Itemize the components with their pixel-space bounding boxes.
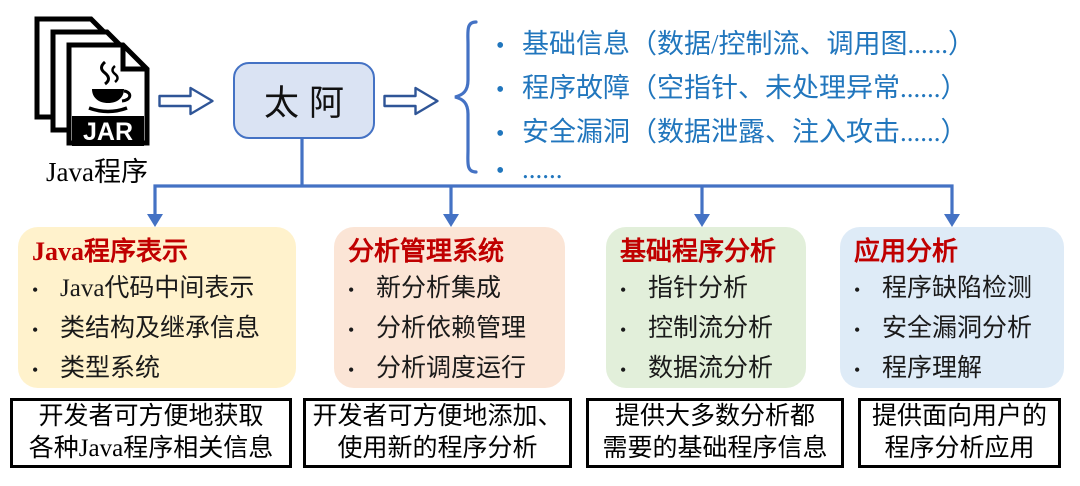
bullet-icon: •	[32, 360, 39, 380]
module-item: • 指针分析	[620, 268, 796, 308]
bullet-icon: •	[496, 121, 505, 147]
bullet-icon: •	[496, 158, 505, 184]
module-item-label: 控制流分析	[648, 315, 774, 342]
module-basic-program-analysis: 基础程序分析 • 指针分析 • 控制流分析 • 数据流分析	[606, 227, 806, 388]
module-item: • 新分析集成	[348, 268, 555, 308]
bullet-icon: •	[620, 360, 627, 380]
bullet-icon: •	[348, 280, 355, 300]
note-line: 使用新的程序分析	[337, 435, 538, 462]
output-item: • ......	[496, 154, 1076, 198]
outputs-brace-icon	[454, 20, 478, 174]
output-item: • 程序故障（空指针、未处理异常......）	[496, 66, 1076, 110]
note-java-representation: 开发者可方便地获取 各种Java程序相关信息	[10, 398, 292, 468]
module-item-label: 分析依赖管理	[376, 315, 527, 342]
module-item: • 安全漏洞分析	[854, 308, 1054, 348]
output-item-label: 基础信息（数据/控制流、调用图......）	[522, 29, 976, 59]
core-box: 太阿	[233, 62, 375, 139]
module-title: Java程序表示	[32, 237, 189, 266]
output-item-label: 安全漏洞（数据泄露、注入攻击......）	[522, 117, 968, 147]
module-item: • 控制流分析	[620, 308, 796, 348]
arrow-source-to-core-icon	[158, 86, 214, 116]
bullet-icon: •	[854, 360, 861, 380]
bullet-icon: •	[32, 280, 39, 300]
note-basic-program-analysis: 提供大多数分析都 需要的基础程序信息	[586, 398, 844, 468]
note-line: 提供面向用户的	[871, 403, 1047, 430]
module-item-label: 程序理解	[882, 355, 983, 382]
module-item: • Java代码中间表示	[32, 268, 286, 308]
note-line: 提供大多数分析都	[614, 403, 815, 430]
bullet-icon: •	[496, 33, 505, 59]
module-item: • 程序缺陷检测	[854, 268, 1054, 308]
arrow-down-icon	[147, 214, 960, 227]
java-logo-icon	[88, 60, 132, 114]
jar-files-icon: JAR	[34, 16, 150, 146]
module-item-label: 数据流分析	[648, 355, 774, 382]
bullet-icon: •	[348, 320, 355, 340]
module-item-label: 安全漏洞分析	[882, 315, 1033, 342]
module-item: • 程序理解	[854, 348, 1054, 388]
module-item: • 分析调度运行	[348, 348, 555, 388]
module-item-label: 分析调度运行	[376, 355, 527, 382]
module-java-representation: Java程序表示 • Java代码中间表示 • 类结构及继承信息 • 类型系统	[18, 227, 296, 388]
module-title: 应用分析	[854, 237, 959, 266]
note-line: 开发者可方便地添加、	[312, 403, 563, 430]
module-title: 分析管理系统	[348, 237, 505, 266]
module-item: • 类型系统	[32, 348, 286, 388]
module-application-analysis: 应用分析 • 程序缺陷检测 • 安全漏洞分析 • 程序理解	[840, 227, 1064, 388]
bullet-icon: •	[854, 280, 861, 300]
bullet-icon: •	[348, 360, 355, 380]
module-item-label: 新分析集成	[376, 275, 502, 302]
module-item-label: Java代码中间表示	[60, 275, 255, 302]
output-item: • 安全漏洞（数据泄露、注入攻击......）	[496, 110, 1076, 154]
module-title: 基础程序分析	[620, 237, 777, 266]
outputs-list: • 基础信息（数据/控制流、调用图......） • 程序故障（空指针、未处理异…	[496, 22, 1076, 198]
module-item: • 类结构及继承信息	[32, 308, 286, 348]
bullet-icon: •	[496, 77, 505, 103]
output-item: • 基础信息（数据/控制流、调用图......）	[496, 22, 1076, 66]
output-item-label: 程序故障（空指针、未处理异常......）	[522, 73, 968, 103]
module-analysis-management: 分析管理系统 • 新分析集成 • 分析依赖管理 • 分析调度运行	[334, 227, 565, 388]
source-label: Java程序	[46, 157, 148, 187]
bullet-icon: •	[32, 320, 39, 340]
jar-badge-label: JAR	[83, 118, 133, 146]
module-item-label: 指针分析	[648, 275, 749, 302]
output-item-label: ......	[522, 154, 563, 184]
bullet-icon: •	[620, 280, 627, 300]
note-line: 需要的基础程序信息	[602, 435, 828, 462]
note-analysis-management: 开发者可方便地添加、 使用新的程序分析	[303, 398, 572, 468]
bullet-icon: •	[620, 320, 627, 340]
module-item: • 分析依赖管理	[348, 308, 555, 348]
core-label: 太阿	[263, 84, 354, 123]
bullet-icon: •	[854, 320, 861, 340]
module-item-label: 类结构及继承信息	[60, 315, 261, 342]
note-line: 开发者可方便地获取	[38, 403, 264, 430]
module-item-label: 类型系统	[60, 355, 161, 382]
note-application-analysis: 提供面向用户的 程序分析应用	[858, 398, 1061, 468]
note-line: 程序分析应用	[884, 435, 1035, 462]
module-item: • 数据流分析	[620, 348, 796, 388]
arrow-core-to-outputs-icon	[383, 86, 439, 116]
note-line: 各种Java程序相关信息	[28, 435, 274, 462]
module-item-label: 程序缺陷检测	[882, 275, 1033, 302]
